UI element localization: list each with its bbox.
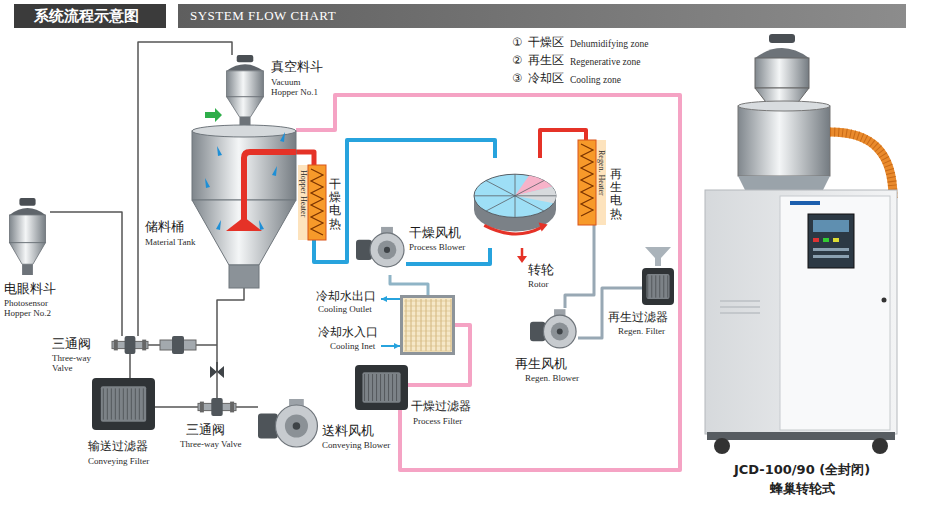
vacuum-hopper: 真空料斗Vacuum Hopper No.1	[222, 55, 268, 127]
part-label: 三通阀	[186, 423, 225, 437]
chart-subtitle: SYSTEM FLOW CHART	[190, 8, 336, 24]
photosensor-hopper-figure	[5, 198, 50, 275]
part-label: Hopper Heater	[298, 170, 308, 217]
part-label: Three-way Valve	[52, 353, 98, 374]
zone-number: ②	[512, 54, 522, 67]
pipe-line	[155, 406, 198, 408]
exhaust-arrow	[517, 256, 527, 263]
pipe-line	[50, 212, 122, 336]
pipe-line	[390, 275, 428, 295]
zone-name: 冷却区	[528, 72, 564, 85]
part-label: 冷却水入口	[318, 326, 378, 340]
part-label: Three-way Valve	[180, 439, 242, 449]
regen-heater: 再生电热Regen. Heater	[578, 140, 606, 225]
zone-number: ③	[512, 72, 522, 85]
three-way-valve: 三通阀Three-way Valve	[112, 336, 148, 354]
part-label: Vacuum Hopper No.1	[271, 77, 325, 98]
zone-name: Dehumidifying zone	[570, 39, 648, 50]
part-label: 真空料斗	[271, 60, 323, 74]
material-tank-figure	[192, 125, 296, 288]
part-label: 再生过滤器	[608, 311, 668, 325]
pipe-line	[236, 406, 258, 408]
pipe-line	[296, 95, 680, 470]
exhaust-arrow	[521, 248, 524, 257]
three-way-valve-figure	[198, 398, 236, 416]
part-label: 输送过滤器	[88, 440, 148, 454]
zone-number: ①	[512, 36, 522, 49]
part-label: Conveying Filter	[88, 456, 149, 466]
conveying-blower-figure	[258, 398, 320, 448]
process-filter-figure	[355, 365, 408, 410]
part-label: 转轮	[528, 263, 554, 277]
part-label: Material Tank	[145, 237, 195, 247]
part-label: Cooling Outlet	[318, 304, 372, 314]
zone-name: 干燥区	[528, 36, 564, 49]
photosensor-hopper: 电眼料斗Photosensor Hopper No.2	[5, 198, 50, 275]
part-label: 三通阀	[52, 337, 91, 351]
dryer-machine	[705, 34, 897, 454]
part-label: Regen. Heater	[596, 150, 606, 196]
part-label: 再生电热	[610, 168, 622, 221]
process-filter: 干燥过滤器Process Filter	[355, 365, 408, 410]
part-label: Cooling Inet	[330, 341, 375, 351]
chart-title: 系统流程示意图	[34, 7, 139, 25]
part-label: 电眼料斗	[4, 282, 56, 296]
vacuum-hopper-figure	[222, 55, 268, 127]
cooling-ports	[381, 296, 400, 349]
part-label: 干燥过滤器	[411, 400, 471, 414]
part-label: Regen. Blower	[525, 373, 579, 383]
cooler-figure	[400, 295, 455, 355]
zone-name: Cooling zone	[570, 75, 621, 86]
part-label: 干燥电热	[329, 178, 341, 231]
pipe-line	[314, 140, 495, 262]
conveying-filter: 输送过滤器Conveying Filter	[92, 378, 155, 430]
regen-filter-figure	[642, 268, 674, 305]
part-label: Process Filter	[413, 416, 462, 426]
part-label: Photosensor Hopper No.2	[4, 298, 58, 319]
regen-blower: 再生风机Regen. Blower	[530, 308, 578, 350]
part-label: Process Blower	[409, 242, 465, 252]
title-band	[178, 4, 906, 28]
cooler: 冷却水出口Cooling Outlet冷却水入口Cooling Inet	[400, 295, 455, 355]
part-label: 冷却水出口	[316, 290, 376, 304]
feed-arrow	[205, 108, 222, 122]
zone-name: 再生区	[528, 54, 564, 67]
regen-filter: 再生过滤器Regen. Filter	[642, 268, 674, 305]
pipe-line	[296, 152, 314, 165]
part-label: Regen. Filter	[618, 326, 665, 336]
pipe-line	[129, 354, 131, 378]
part-label: 储料桶	[145, 220, 184, 234]
part-label: 再生风机	[515, 357, 567, 371]
material-tank: 储料桶Material Tank	[192, 125, 296, 288]
hopper-heater: 干燥电热Hopper Heater	[298, 165, 326, 240]
rotor-wheel: 转轮Rotor	[472, 158, 558, 248]
rotor-wheel-figure	[472, 158, 558, 248]
part-label: 干燥风机	[409, 226, 461, 240]
intake-funnel	[645, 247, 671, 266]
process-blower-figure	[356, 218, 406, 275]
product-caption: JCD-100/90 (全封闭) 蜂巢转轮式	[733, 461, 871, 499]
pipe-line	[217, 288, 244, 398]
three-way-valve: 三通阀Three-way Valve	[198, 398, 236, 416]
conveying-filter-figure	[92, 378, 155, 430]
valve-symbols	[148, 336, 224, 378]
process-blower: 干燥风机Process Blower	[356, 218, 406, 275]
part-label: Rotor	[528, 279, 549, 289]
three-way-valve-figure	[112, 336, 148, 354]
conveying-blower: 送料风机Conveying Blower	[258, 398, 320, 448]
pipe-line	[565, 225, 594, 308]
part-label: Conveying Blower	[322, 440, 390, 450]
part-label: 送料风机	[322, 424, 374, 438]
zone-name: Regenerative zone	[570, 57, 640, 68]
regen-blower-figure	[530, 308, 578, 350]
title-bar	[14, 4, 166, 28]
